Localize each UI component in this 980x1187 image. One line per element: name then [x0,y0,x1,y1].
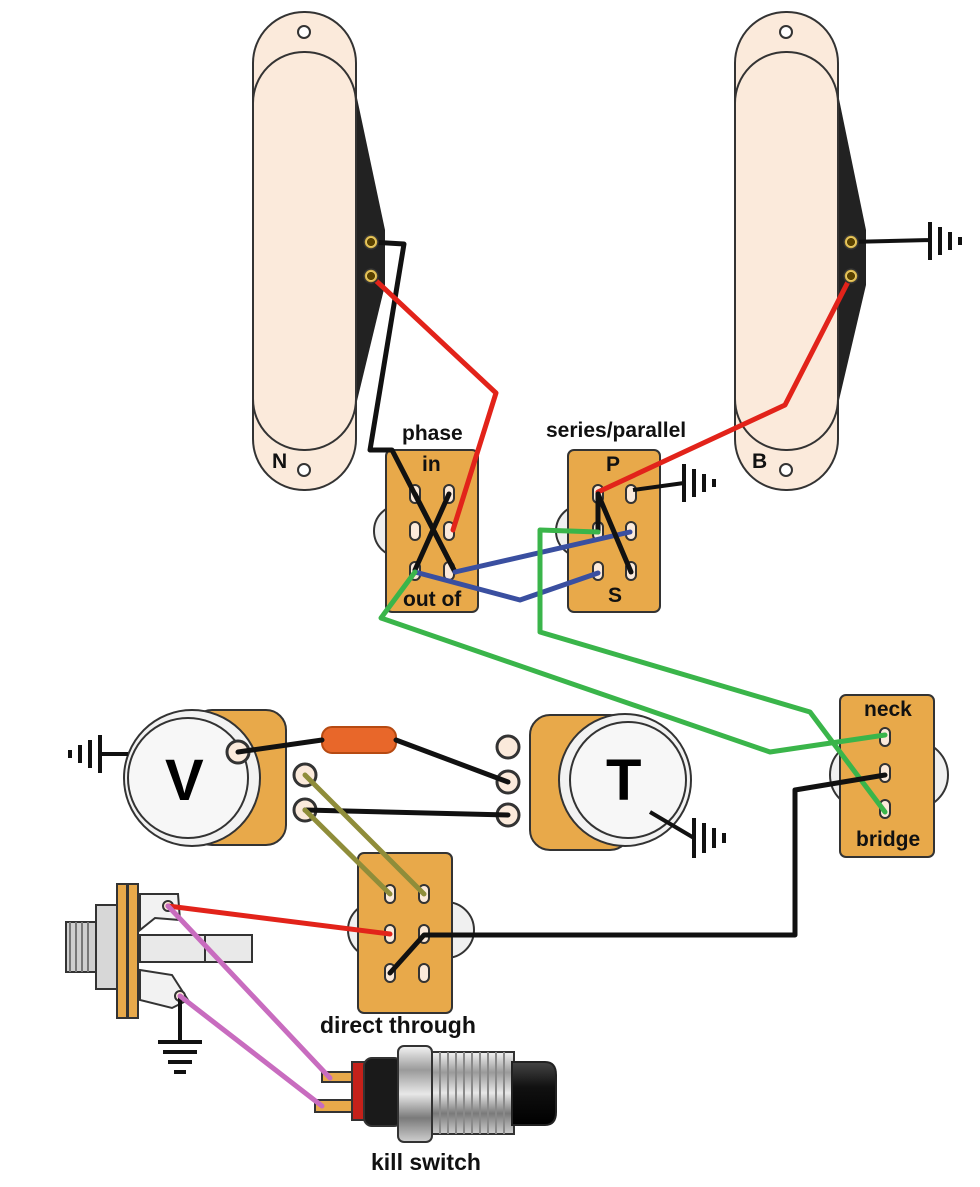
tone-knob-letter: T [606,748,641,813]
wiring [165,239,888,1109]
direct-through-label: direct through [320,1012,476,1038]
ground-icon [648,810,726,858]
ground-icon [68,735,128,773]
direct-through-switch: direct through [320,852,476,1038]
neck-pickup-screw-hole [297,463,311,477]
kill-switch: kill switch [314,1045,557,1175]
kill-switch-label: kill switch [371,1149,481,1175]
volume-pot-knob [127,717,249,839]
wire-pink [177,993,325,1109]
output-jack-icon [65,883,253,1019]
volume-pot: V [123,709,318,847]
wire-green [537,527,888,815]
lug-slot [409,521,421,541]
kill-switch-black-housing [363,1057,403,1127]
wire-black [412,491,452,573]
wire-olive [302,807,393,897]
jack-washer [127,883,139,1019]
jack-washer [116,883,128,1019]
selector-neck-label: neck [864,698,912,721]
wire-black [387,772,888,976]
series-parallel-top-label: P [606,453,620,476]
tone-pot: T [495,713,692,851]
push-button-icon [511,1061,557,1126]
neck-pickup: N [252,11,385,491]
pickup-lug [363,234,379,250]
phase-switch-bottom-label: out of [403,588,462,611]
ground-icon [158,996,202,1074]
bridge-pickup: B [734,11,866,491]
bridge-pickup-screw-hole [779,25,793,39]
wire-red [595,273,854,495]
tone-pot-knob [569,721,687,839]
wire-olive [302,772,427,897]
pickup-selector-switch: neck bridge [829,694,949,858]
wire-blue [412,569,601,603]
wire-black [412,491,458,575]
neck-pickup-screw-hole [297,25,311,39]
jack-body [95,904,119,990]
lug-slot [418,963,430,983]
ground-icon [847,222,962,260]
ground-icon [632,464,716,502]
wire-green [378,569,888,755]
wire-red [368,273,499,533]
tone-lug [495,734,521,760]
selector-bridge-label: bridge [856,828,920,851]
wire-pink [165,903,333,1081]
wire-black [235,737,325,755]
phase-switch-title: phase [402,422,463,445]
bridge-pickup-cover [734,51,839,451]
series-parallel-bottom-label: S [608,584,622,607]
solder-points [363,234,859,284]
wire-black [302,807,511,818]
pickup-lug [843,268,859,284]
bridge-pickup-screw-hole [779,463,793,477]
wire-red [165,903,393,937]
kill-switch-chrome-nut [397,1045,433,1143]
lug-slot [625,484,637,504]
wire-black [367,239,458,575]
neck-pickup-cover [252,51,357,451]
pickup-lug [843,234,859,250]
pickup-lug [363,268,379,284]
volume-knob-letter: V [165,748,204,813]
jack-sleeve-contact [139,934,253,963]
capacitor-icon [321,726,397,754]
wire-black [595,491,634,575]
wire-black [393,737,511,785]
series-parallel-title: series/parallel [546,419,686,442]
neck-pickup-letter: N [272,450,287,473]
bridge-pickup-letter: B [752,450,767,473]
phase-switch-top-label: in [422,453,441,476]
